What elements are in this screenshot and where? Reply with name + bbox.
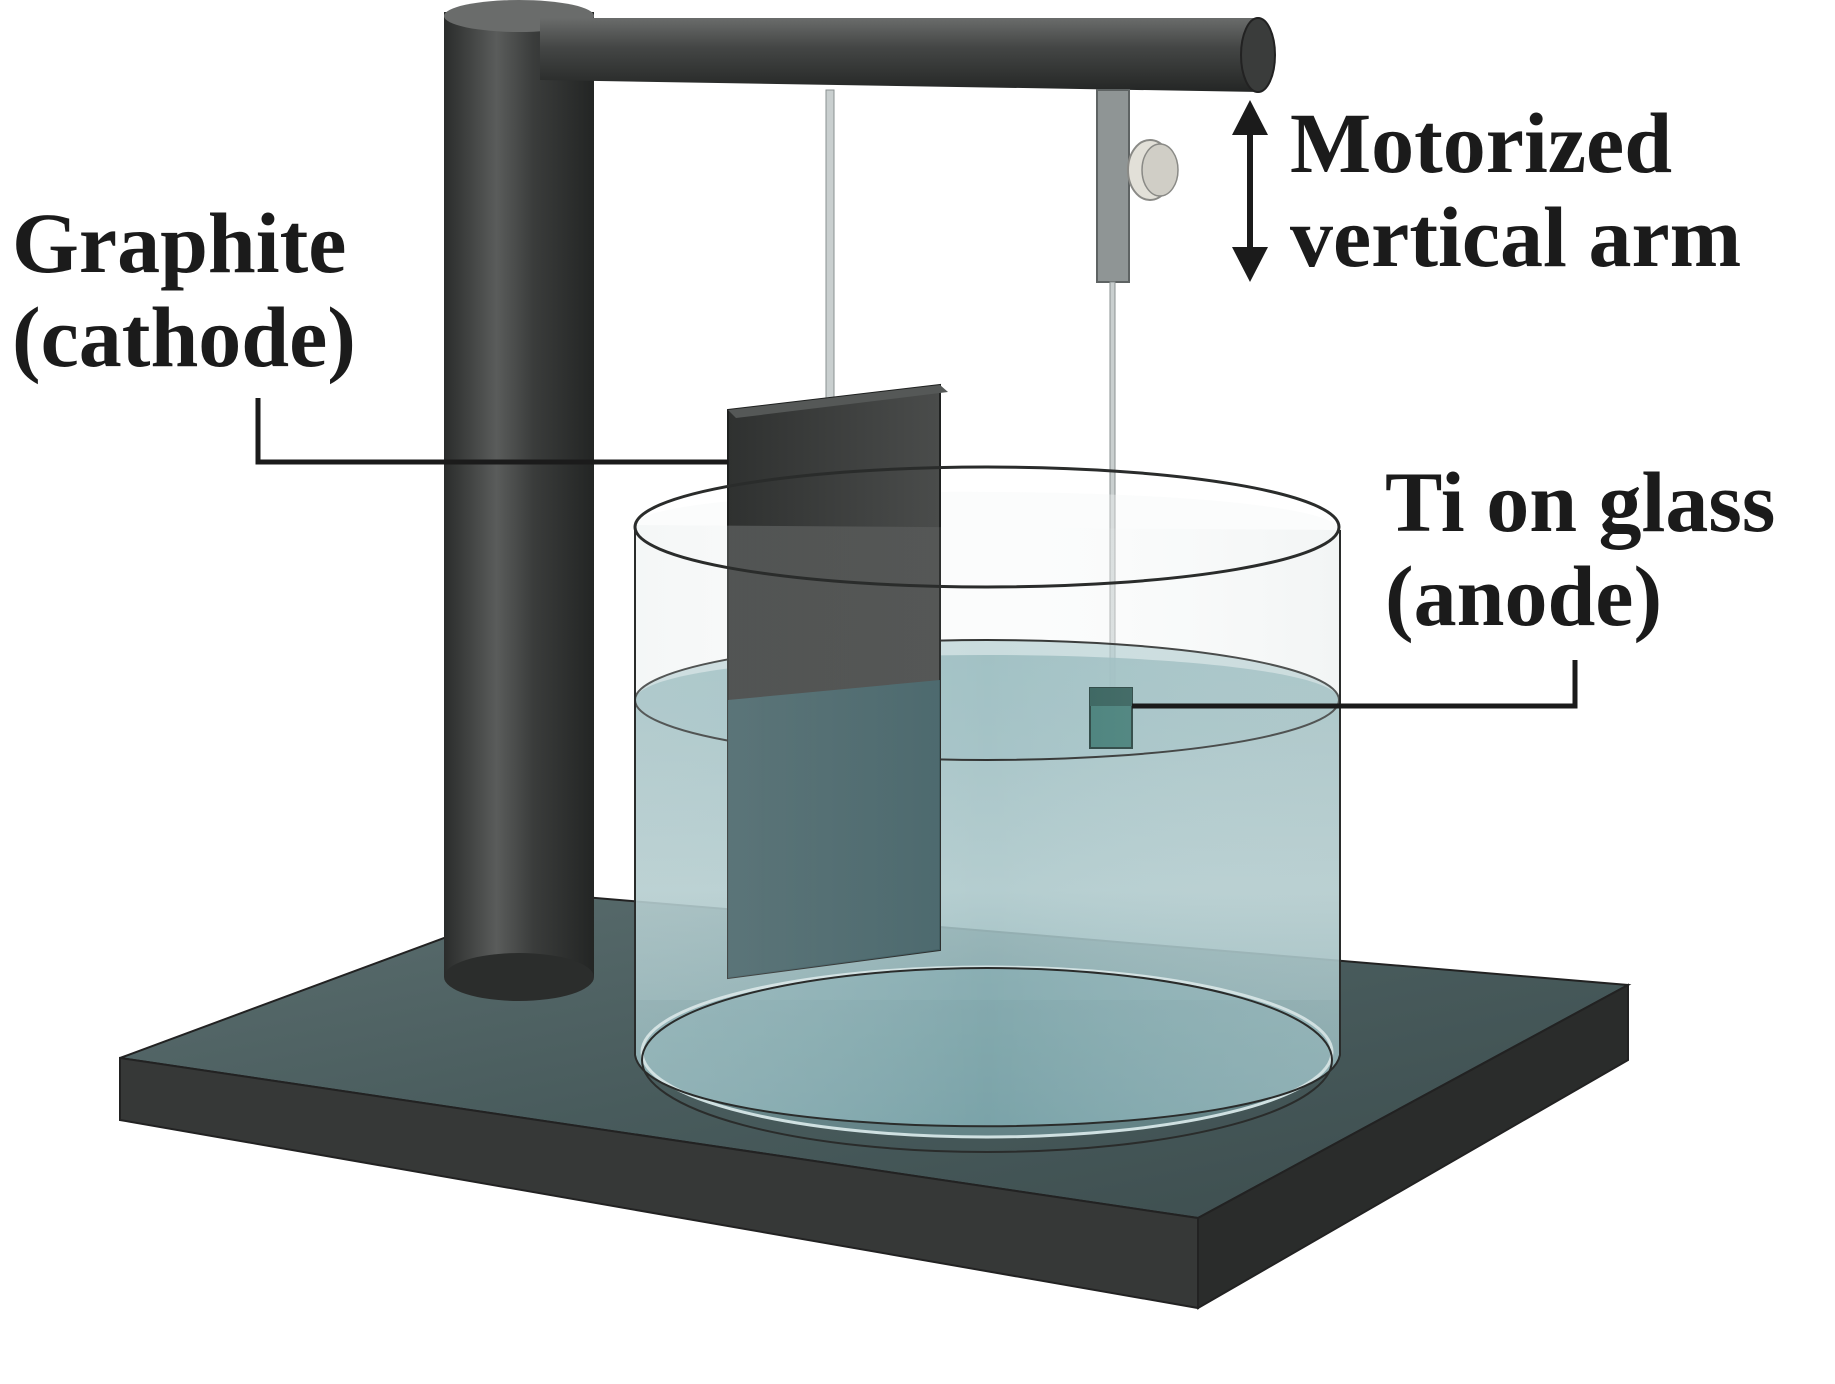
- anode-label-line2: (anode): [1385, 548, 1663, 644]
- cathode-leader-line: [255, 398, 728, 465]
- horizontal-arm: [540, 17, 1276, 93]
- base-plate-front-right: [1197, 983, 1629, 1310]
- cathode-wire: [825, 89, 835, 401]
- beaker-rim: [633, 465, 1341, 589]
- graphite-cathode-label: Graphite (cathode): [12, 196, 356, 384]
- stand-pole: [444, 0, 594, 1001]
- cathode-label-line1: Graphite: [12, 195, 347, 291]
- cathode-label-line2: (cathode): [12, 289, 356, 385]
- anode-label-line1: Ti on glass: [1385, 454, 1776, 550]
- arm-label-line1: Motorized: [1290, 95, 1673, 191]
- glass-beaker: [633, 465, 1341, 1153]
- motorized-vertical-arm: [1096, 89, 1179, 688]
- arm-label-line2: vertical arm: [1290, 189, 1742, 285]
- anode-leader-line: [1132, 660, 1578, 709]
- ti-anode-label: Ti on glass (anode): [1385, 455, 1775, 643]
- vertical-movement-arrow-icon: [1232, 100, 1268, 282]
- motorized-arm-label: Motorized vertical arm: [1290, 96, 1741, 284]
